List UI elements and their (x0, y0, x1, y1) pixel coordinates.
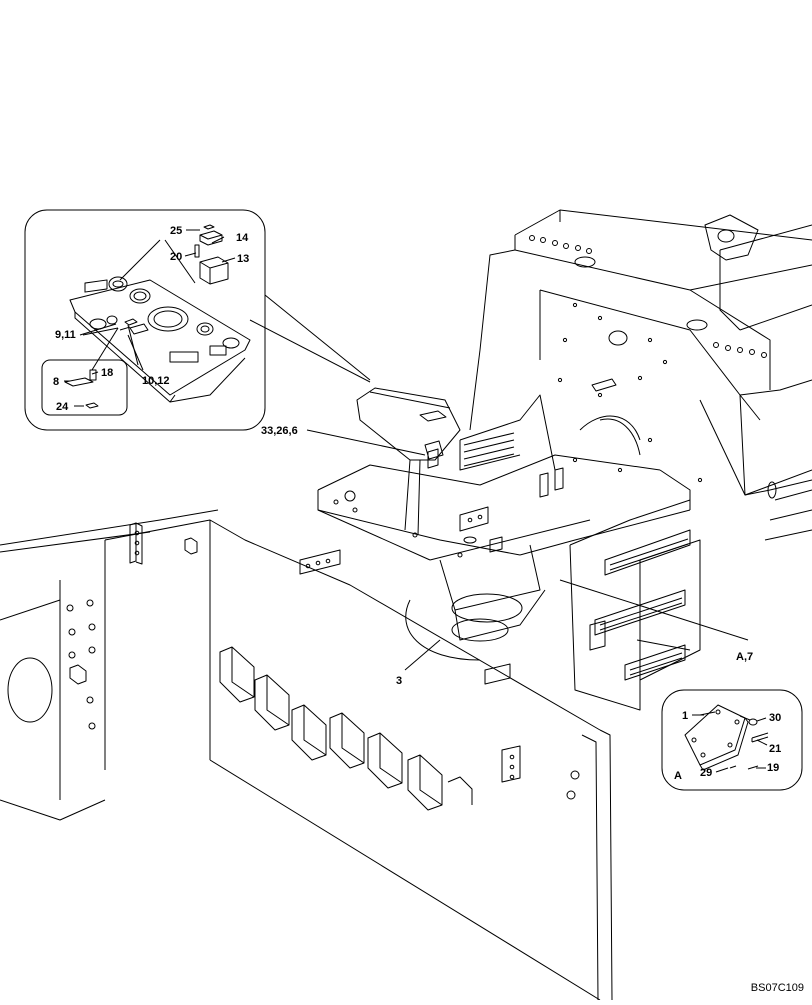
upper-structure (317, 209, 812, 711)
callout-A: A (674, 770, 682, 782)
callout-24: 24 (56, 401, 69, 413)
callout-14: 14 (236, 232, 249, 244)
console-assembly (356, 387, 461, 469)
callout-3: 3 (396, 675, 402, 687)
detail-inset-dashboard (24, 209, 371, 431)
callout-21: 21 (769, 743, 781, 755)
leader-lines (64, 229, 768, 773)
callout-labels: 25 14 20 13 9,11 8 18 10,12 24 33,26,6 A… (53, 225, 781, 782)
detail-inset-plate (636, 639, 803, 791)
callout-9-11: 9,11 (55, 329, 76, 341)
callout-8: 8 (53, 376, 59, 388)
callout-19: 19 (767, 762, 779, 774)
callout-10-12: 10,12 (142, 375, 170, 387)
callout-1: 1 (682, 710, 688, 722)
callout-13: 13 (237, 253, 249, 265)
callout-33-26-6: 33,26,6 (261, 425, 298, 437)
callout-29: 29 (700, 767, 712, 779)
callout-30: 30 (769, 712, 781, 724)
callout-20: 20 (170, 251, 182, 263)
main-frame (0, 509, 613, 1001)
callout-A-7: A,7 (736, 651, 753, 663)
callout-18: 18 (101, 367, 113, 379)
drawing-id: BS07C109 (750, 982, 804, 994)
callout-25: 25 (170, 225, 182, 237)
